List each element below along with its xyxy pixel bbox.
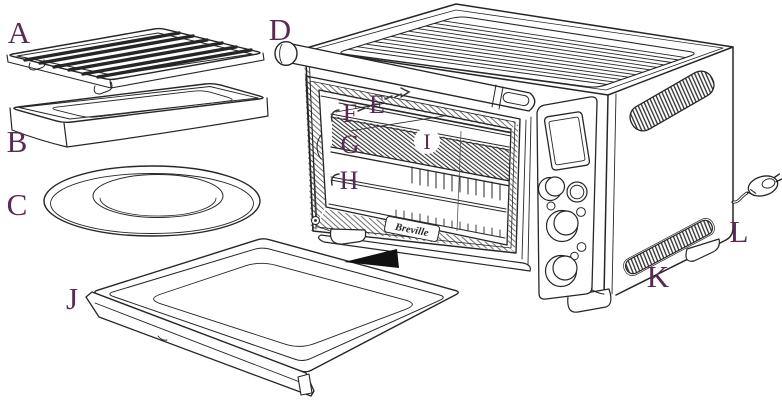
panel-button [546,201,556,211]
crumb-tray-drawing [85,238,459,397]
part-label-k: K [647,259,670,294]
glass-reflection [456,130,462,232]
pizza-pan-floor-arc [99,197,217,217]
part-label-i: I [423,129,430,154]
rack-slot-e [338,99,511,137]
baking-pan-drawing [9,82,269,148]
rack-slot-notch-g [316,134,322,160]
crumb-tray-lip [85,291,315,397]
rear-right-foot [685,238,720,262]
corner-crease [611,93,617,295]
leader-curve-f [330,109,340,122]
rack-wires [411,166,501,201]
part-label-d: D [269,12,291,47]
side-vent-bottom [623,218,715,276]
side-vent-top [629,70,715,132]
baking-pan-rim [13,82,264,124]
power-plug [747,173,782,197]
door-handle [274,41,536,112]
part-label-a: A [8,15,31,50]
oven-body-drawing: Breville [274,3,782,313]
part-label-e: E [369,90,385,119]
label-i-knockout [414,128,440,154]
part-label-j: J [66,281,78,316]
crumb-tray-tab [297,373,313,396]
door-lower-bar [318,234,531,272]
leader-chevron-e [400,87,411,98]
baking-pan-walls [9,97,269,148]
leader-marks [330,87,411,186]
floor-grill-ticks [395,209,501,238]
wire-rack-rim [9,27,261,81]
baking-pan-rim-inner [18,86,259,120]
leader-dashes-f [357,103,375,112]
pizza-pan-outer-rim [43,165,261,237]
baking-pan-floor [52,90,233,118]
leader-dashes-e [384,93,402,100]
wire-rack-bars [23,31,253,79]
crumb-tray-rim [94,238,459,373]
oven-top-face [303,4,733,95]
part-label-c: C [7,187,28,222]
front-left-foot [329,228,367,245]
crumb-tray-floor [153,262,413,347]
crumb-tray-lip-ridge [94,302,306,385]
pizza-pan-drawing [43,165,261,237]
oven-top-recess [340,16,695,88]
wire-rack-drawing [6,27,265,95]
brand-plate: Breville [383,216,441,242]
control-panel [521,96,605,300]
part-label-f: F [343,99,357,128]
oven-top-ribs [347,20,687,85]
part-labels: A B C D E F G H I J K L [7,12,749,316]
wire-rack-depth [6,52,265,89]
pizza-pan-inner [92,174,224,218]
part-label-h: H [340,166,359,195]
pizza-pan-rim-line [50,173,254,234]
leader-curve-h [330,173,340,186]
door-outer-frame [305,75,521,254]
wire-rack-rim-inner [16,32,253,76]
crumb-tray-inner-rim [109,247,444,362]
part-label-l: L [730,214,749,249]
interior-top-line [320,95,511,133]
oven-door: Breville [305,75,531,272]
handle-ring [491,84,504,110]
handle-pill [502,91,530,107]
insert-arrow-icon [344,249,399,268]
selector-knob [566,181,588,203]
part-label-b: B [7,124,28,159]
rack-slot-h [330,176,507,213]
panel-button [576,242,587,252]
crumb-tray-notch [157,335,168,341]
lcd-display [543,111,591,171]
wire-rack-feet [28,59,113,95]
part-label-g: G [341,130,360,159]
panel-button [576,207,586,217]
power-cord [731,173,782,204]
door-glass [318,89,512,246]
